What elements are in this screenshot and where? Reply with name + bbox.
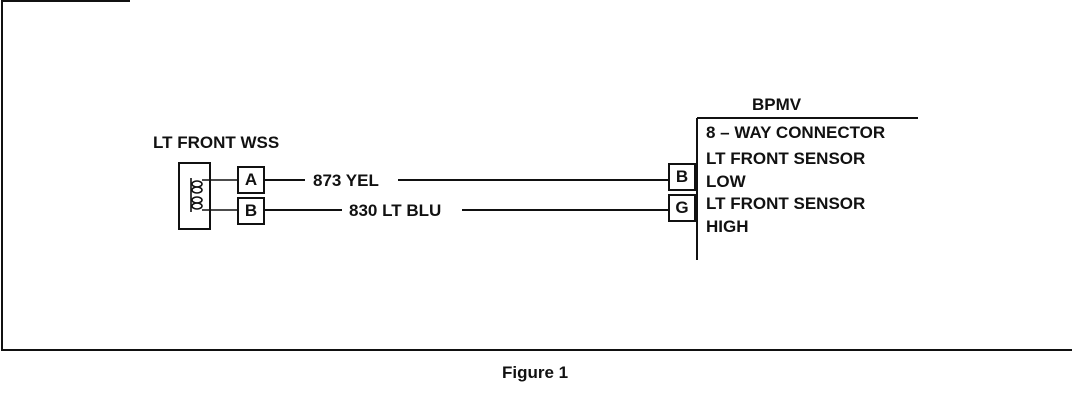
connector-label: 8 – WAY CONNECTOR xyxy=(706,123,886,142)
sensor-coil-icon xyxy=(190,178,237,212)
circuit-low-line2: LOW xyxy=(706,172,746,191)
sensor-title: LT FRONT WSS xyxy=(153,133,280,152)
sensor-pin-a: A xyxy=(237,166,265,194)
module-pin-g: G xyxy=(668,194,696,222)
diagram-frame xyxy=(1,0,1072,351)
module-title: BPMV xyxy=(752,95,802,114)
sensor-pin-b: B xyxy=(237,197,265,225)
wire-label-873: 873 YEL xyxy=(313,171,379,190)
figure-caption: Figure 1 xyxy=(502,363,569,382)
circuit-low-line1: LT FRONT SENSOR xyxy=(706,149,866,168)
circuit-high-line2: HIGH xyxy=(706,217,749,236)
wheel-speed-sensor-body xyxy=(178,162,211,230)
module-pin-b: B xyxy=(668,163,696,191)
wire-label-830: 830 LT BLU xyxy=(349,201,442,220)
circuit-high-line1: LT FRONT SENSOR xyxy=(706,194,866,213)
